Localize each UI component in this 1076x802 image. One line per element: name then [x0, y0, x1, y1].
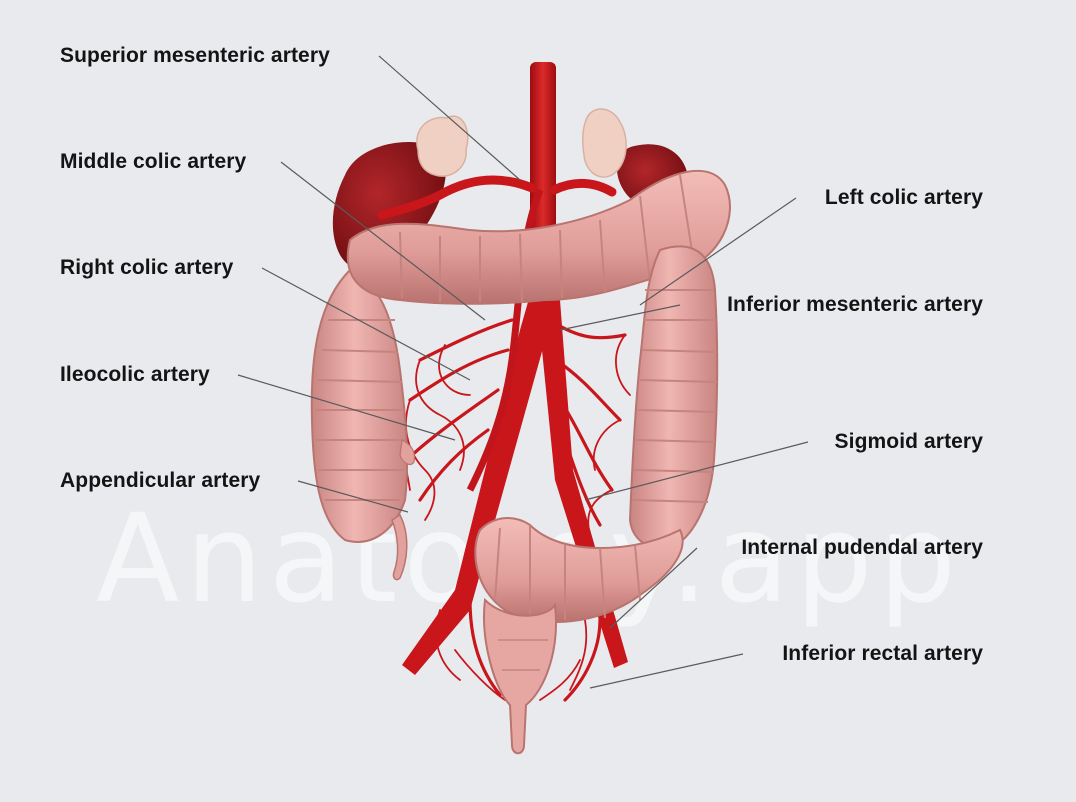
leader-lines: [237, 55, 809, 689]
label-inferior-rectal-artery: Inferior rectal artery: [782, 642, 983, 665]
ascending-colon: [310, 268, 409, 543]
sigmoid-colon: [474, 517, 684, 623]
label-inferior-mesenteric-artery: Inferior mesenteric artery: [727, 293, 983, 316]
transverse-colon: [346, 169, 731, 305]
leader-internal-pudendal: [609, 547, 698, 629]
label-left-colic-artery: Left colic artery: [824, 186, 983, 209]
leader-inferior-rectal: [589, 653, 744, 689]
label-middle-colic-artery: Middle colic artery: [60, 150, 247, 173]
rectum: [483, 597, 557, 755]
leader-superior-mesenteric: [378, 55, 521, 181]
renal-arteries: [377, 175, 617, 220]
label-appendicular-artery: Appendicular artery: [60, 469, 261, 492]
appendix: [391, 439, 416, 581]
leader-middle-colic: [280, 161, 486, 321]
leader-right-colic: [261, 267, 471, 381]
label-ileocolic-artery: Ileocolic artery: [60, 363, 210, 386]
leader-sigmoid: [584, 441, 809, 501]
label-sigmoid-artery: Sigmoid artery: [834, 430, 983, 453]
label-right-colic-artery: Right colic artery: [60, 256, 234, 279]
leader-left-colic: [639, 197, 797, 306]
right-adrenal-gland: [581, 108, 627, 178]
leader-inferior-mesenteric: [559, 304, 681, 331]
leader-ileocolic: [237, 374, 456, 441]
left-adrenal-gland: [416, 115, 469, 177]
label-superior-mesenteric-artery: Superior mesenteric artery: [60, 44, 330, 67]
mesenteric-branches: [389, 318, 631, 702]
label-internal-pudendal-artery: Internal pudendal artery: [741, 536, 983, 559]
leader-appendicular: [297, 480, 409, 513]
descending-colon: [628, 245, 719, 550]
